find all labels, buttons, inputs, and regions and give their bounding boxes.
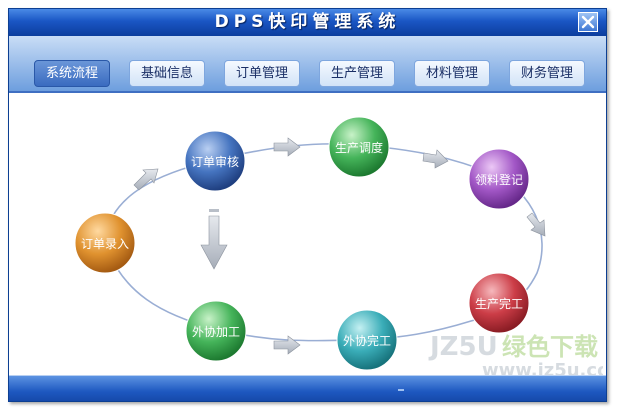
node-label: 外协完工 [343, 333, 391, 348]
flow-diagram: 订单录入 订单审核 生产调度 领料登记 生产完工 外协完工 [74, 116, 606, 381]
arrow-icon [526, 212, 546, 237]
title-bar[interactable]: DPS快印管理系统 [9, 9, 606, 36]
arrow-icon [273, 137, 301, 157]
tab-order-management[interactable]: 订单管理 [224, 60, 300, 87]
flow-node-material-registration[interactable]: 领料登记 [468, 148, 530, 210]
tab-basic-info[interactable]: 基础信息 [129, 60, 205, 87]
node-label: 订单录入 [81, 237, 129, 251]
watermark-brand-cn: 绿色下载 [502, 333, 598, 361]
status-indicator [398, 389, 404, 391]
node-label: 生产完工 [475, 296, 523, 311]
tab-production-management[interactable]: 生产管理 [319, 60, 395, 87]
arrow-icon [133, 168, 159, 191]
node-label: 生产调度 [335, 140, 383, 155]
app-window: DPS快印管理系统 系统流程 基础信息 订单管理 生产管理 材料管理 财务管理 [8, 8, 607, 402]
arrow-icon [422, 149, 449, 169]
flow-panel: 订单录入 订单审核 生产调度 领料登记 生产完工 外协完工 [12, 93, 606, 381]
node-label: 订单审核 [191, 154, 239, 169]
down-arrow-icon [200, 215, 228, 270]
tab-finance-management[interactable]: 财务管理 [509, 60, 585, 87]
flow-node-production-scheduling[interactable]: 生产调度 [328, 116, 390, 178]
flow-node-outsource-complete[interactable]: 外协完工 [336, 309, 398, 371]
down-arrow-cap [209, 209, 219, 212]
arrow-icon [273, 335, 301, 355]
tab-bar: 系统流程 基础信息 订单管理 生产管理 材料管理 财务管理 [9, 36, 606, 93]
tab-material-management[interactable]: 材料管理 [414, 60, 490, 87]
tab-system-flow[interactable]: 系统流程 [34, 60, 110, 87]
flow-node-outsource-processing[interactable]: 外协加工 [185, 300, 247, 362]
window-title: DPS快印管理系统 [214, 12, 401, 32]
status-bar [9, 375, 606, 401]
watermark: JZ5U 绿色下载 www.jz5u.com [428, 332, 606, 381]
node-label: 领料登记 [475, 172, 523, 187]
node-label: 外协加工 [192, 324, 240, 339]
close-button[interactable] [578, 12, 598, 32]
flow-node-order-review[interactable]: 订单审核 [184, 130, 246, 192]
watermark-url: www.jz5u.com [482, 360, 603, 375]
flow-node-production-complete[interactable]: 生产完工 [468, 272, 530, 334]
watermark-brand-latin: JZ5U [428, 332, 498, 362]
close-icon [581, 15, 595, 29]
flow-node-order-entry[interactable]: 订单录入 [74, 212, 136, 274]
